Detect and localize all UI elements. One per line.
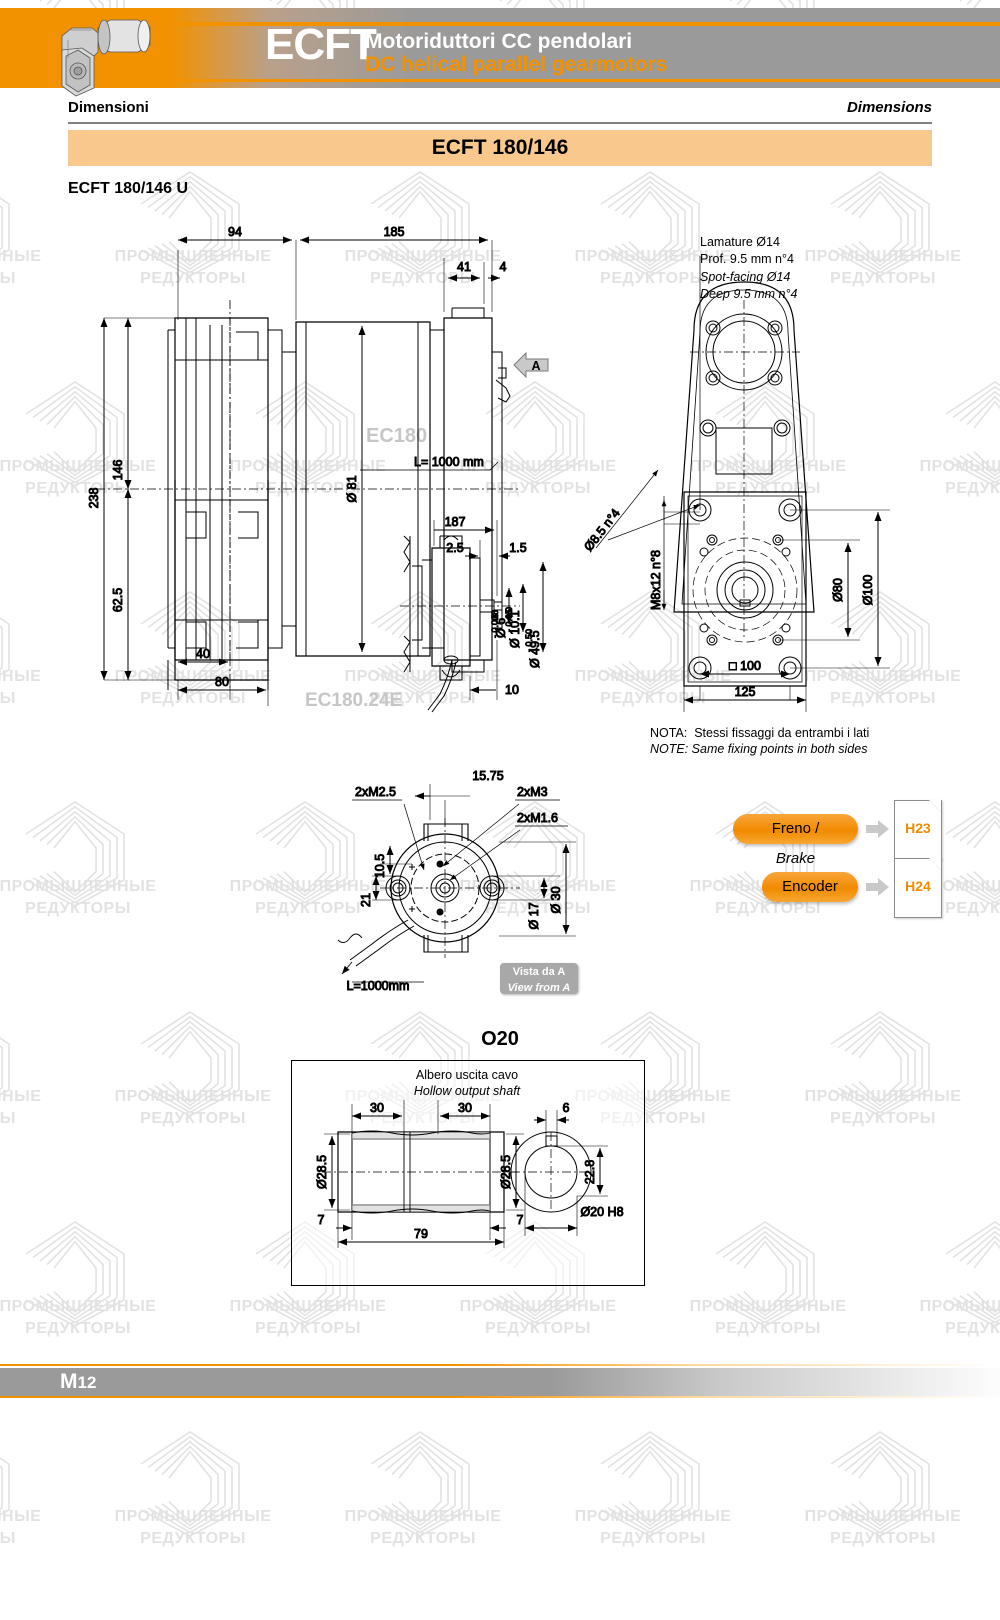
callout-lamature-it-2: Prof. 9.5 mm n°4 [700,252,794,266]
note-it: NOTA: Stessi fissaggi da entrambi i lati [650,726,870,740]
option-label-brake: Freno / Brake [771,820,820,867]
dim-79: 79 [414,1227,428,1241]
page-ref-encoder[interactable]: H24 [894,858,942,918]
arrow-right-icon-brake [866,820,889,838]
dim-d49-tol-lo: - 0.5 [524,634,534,652]
dim-94: 94 [228,225,242,239]
section-divider [68,122,932,124]
dim-238: 238 [87,488,101,509]
dim-10-5: 10.5 [373,854,387,878]
dim-d81: Ø 81 [345,475,359,502]
dim-30b: 30 [458,1101,472,1115]
page-ref-label-encoder: H24 [905,878,931,894]
section-label-it: Dimensioni [68,99,149,116]
dim-10: 10 [505,683,519,697]
dim-30a: 30 [370,1101,384,1115]
dim-d20-h8: Ø20 H8 [580,1205,623,1219]
arrow-right-icon-encoder [866,878,889,896]
dim-185: 185 [384,225,405,239]
option-button-encoder[interactable]: Encoder [762,872,858,902]
dim-40: 40 [196,647,210,661]
header-rule-bottom [0,79,1000,82]
callout-spotfacing-en-1: Spot-facing Ø14 [700,270,790,284]
dim-125: 125 [735,685,756,699]
shaft-caption-it: Albero uscita cavo [415,1068,519,1082]
dim-sq100: □ 100 [729,659,761,673]
dim-d8-5-n4: Ø8.5 n°4 [581,506,623,554]
page-footer: M12 [0,1350,1000,1414]
dim-187: 187 [445,515,466,529]
view-from-a-badge-it: Vista da A [512,966,566,978]
page-ref-label-brake: H23 [905,820,931,836]
callout-2xm1-6: 2xM1.6 [517,811,558,825]
dim-6: 6 [563,1101,570,1115]
page-letter: M [60,1370,78,1393]
dim-d49-5: Ø 49.5 [528,630,542,668]
dim-d100: Ø100 [861,575,875,606]
callout-spotfacing-en-2: Deep 9.5 mm n°4 [700,287,797,301]
dim-d10-tol-up: 0 [504,607,514,612]
dim-d17: Ø 17 [527,902,541,929]
shaft-section-title: O20 [481,1028,519,1050]
ghost-label-ec180: EC180 [366,425,428,447]
dim-41: 41 [457,260,471,274]
dim-4: 4 [500,260,507,274]
dim-146: 146 [111,460,125,481]
page-ref-brake[interactable]: H23 [894,800,942,860]
dim-7b: 7 [517,1213,524,1227]
option-label-encoder: Encoder [782,878,838,895]
dim-d10-tol-lo: - 0.05 [504,609,514,632]
shaft-caption-en: Hollow output shaft [413,1084,521,1098]
view-from-a-badge-en: View from A [507,982,571,994]
callout-2xm2-5: 2xM2.5 [355,785,396,799]
option-label-brake-en: Brake [775,850,816,867]
view-marker-a-icon: A [513,351,549,379]
view-from-a-badge: Vista da A View from A [500,963,578,994]
section-label-en: Dimensions [846,99,932,116]
dim-m8x12-n8: M8x12 n°8 [649,550,663,610]
dim-d49-tol-up: 0 [524,629,534,634]
model-title: ECFT 180/146 [431,136,569,159]
callout-2xm3: 2xM3 [517,785,548,799]
dim-21: 21 [359,893,373,907]
option-button-brake[interactable]: Freno / Brake [733,814,858,867]
footer-band [0,1368,1000,1396]
technical-drawing: 94 185 41 4 Ø 81 L= 1000 mm 238 146 62.5… [87,225,890,1248]
dim-d10-1: Ø 10.1 [508,610,522,648]
dim-22-8: 22.8 [583,1160,597,1184]
view-marker-a-label: A [531,359,540,373]
page-number: M12 [60,1370,96,1394]
dim-62-5: 62.5 [111,588,125,612]
footer-rule-bottom [0,1396,1000,1398]
dim-15-75: 15.75 [472,769,503,783]
dim-d6: Ø 6 [494,618,508,638]
page-num: 12 [77,1373,97,1392]
dim-d28-5-b: Ø28.5 [499,1155,513,1189]
dim-2-5: 2.5 [446,541,463,555]
dim-d30: Ø 30 [549,886,563,913]
dim-d80: Ø80 [831,578,845,602]
dim-80: 80 [215,675,229,689]
model-title-band: ECFT 180/146 [68,130,932,166]
callout-lamature-it-1: Lamature Ø14 [700,235,780,249]
footer-rule-top [0,1364,1000,1366]
dim-7a: 7 [318,1213,325,1227]
dim-d28-5-a: Ø28.5 [315,1155,329,1189]
dim-1-5: 1.5 [509,541,526,555]
label-cable-length-main: L= 1000 mm [414,455,484,469]
dim-d6-tol-up: 0 [490,613,500,618]
label-cable-length-viewa: L=1000mm [347,979,410,993]
dim-d6-tol-lo: - 0.008 [490,610,500,638]
note-en: NOTE: Same fixing points in both sides [650,742,868,756]
